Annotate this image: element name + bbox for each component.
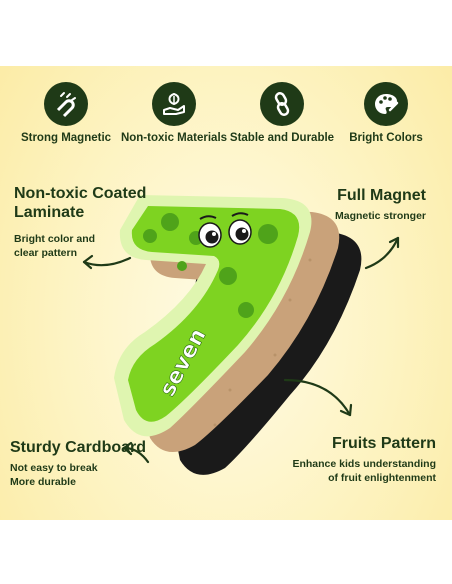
callout-sub: More durable [10, 476, 76, 488]
callout-title: Laminate [14, 204, 85, 221]
top-band [0, 0, 452, 66]
magnet-icon [44, 82, 88, 126]
callout-laminate: Non-toxic Coated Laminate Bright color a… [14, 184, 146, 260]
feature-non-toxic: Non-toxic Materials [118, 82, 230, 144]
bottom-band [0, 520, 452, 584]
callout-title: Non-toxic Coated [14, 185, 147, 202]
chain-link-icon [260, 82, 304, 126]
palette-icon [364, 82, 408, 126]
callout-sub: Not easy to break [10, 462, 98, 474]
leaf-hand-icon [152, 82, 196, 126]
callout-title: Sturdy Cardboard [10, 439, 147, 456]
arrow-laminate [82, 256, 132, 267]
arrow-cardboard [122, 446, 150, 464]
callout-title: Fruits Pattern [331, 435, 436, 452]
callout-magnet: Full Magnet Magnetic stronger [335, 186, 426, 223]
green-seven [128, 206, 300, 422]
feature-label: Bright Colors [349, 132, 423, 144]
feature-label: Non-toxic Materials [120, 132, 228, 144]
arrow-magnet [364, 236, 400, 270]
feature-strong-magnetic: Strong Magnetic [10, 82, 122, 144]
eyes [198, 212, 252, 248]
feature-bright-colors: Bright Colors [330, 82, 442, 144]
feature-label: Strong Magnetic [20, 132, 112, 144]
green-spots [143, 213, 278, 318]
feature-stable-durable: Stable and Durable [226, 82, 338, 144]
callout-title: Full Magnet [337, 187, 426, 204]
callout-fruits: Fruits Pattern Enhance kids understandin… [292, 434, 436, 485]
feature-label: Stable and Durable [229, 132, 335, 144]
callout-sub: clear pattern [14, 247, 78, 259]
arrow-fruits [283, 378, 352, 417]
callout-cardboard: Sturdy Cardboard Not easy to break More … [10, 438, 146, 489]
callout-sub: of fruit enlightenment [328, 472, 436, 484]
callout-sub: Bright color and [14, 233, 96, 245]
callout-sub: Enhance kids understanding [292, 458, 436, 470]
callout-arrows [82, 236, 400, 464]
callout-sub: Magnetic stronger [334, 210, 426, 222]
